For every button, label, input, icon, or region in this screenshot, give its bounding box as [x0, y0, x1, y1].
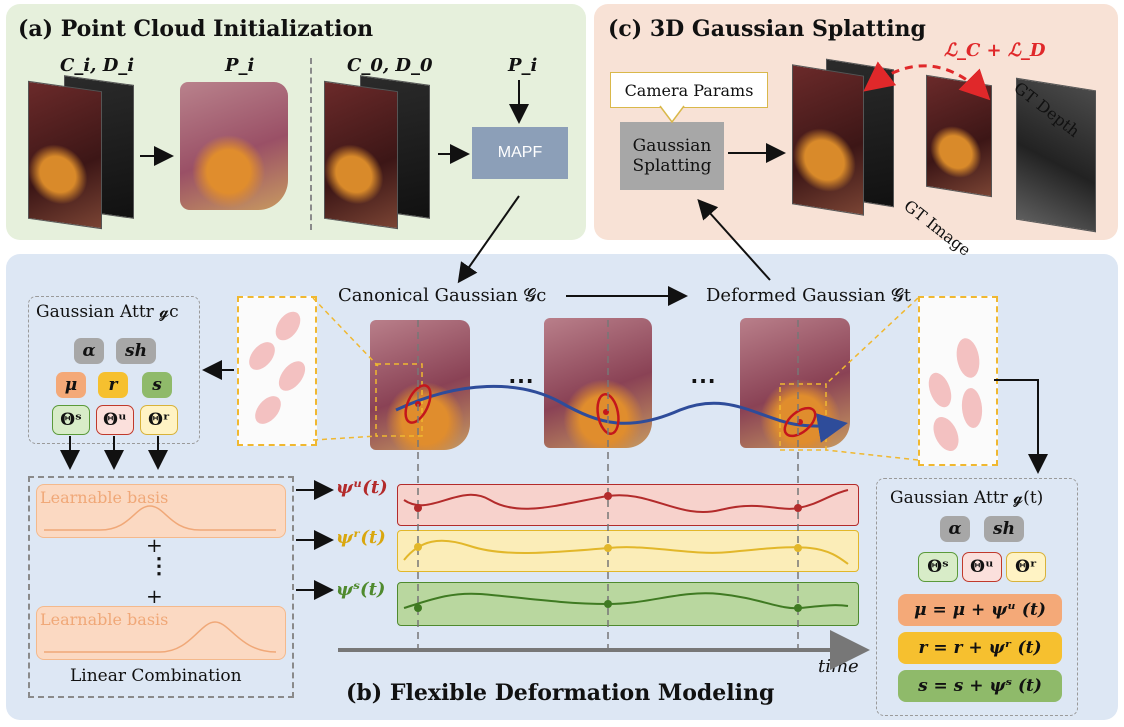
loss-label: ℒ_C + ℒ_D [944, 40, 1046, 61]
zoom-connector-right-bottom [825, 449, 919, 461]
gaussian-blob-l2 [249, 342, 275, 370]
label-c0-d0: C_0, D_0 [347, 55, 433, 76]
psi-s-point-2 [604, 600, 612, 608]
alpha-chip-right: α [940, 516, 970, 542]
gaussian-splatting-box: Gaussian Splatting [620, 122, 724, 190]
point-cloud-image [180, 82, 288, 210]
psi-r-label: ψʳ(t) [336, 527, 386, 548]
theta-r-chip-left: Θʳ [140, 405, 178, 435]
zoom-region-right [779, 383, 827, 451]
sh-chip-left: sh [116, 338, 156, 364]
psi-mu-point-1 [414, 504, 422, 512]
loss-arrow [863, 61, 991, 101]
gaussian-blob-l4 [255, 396, 281, 424]
gaussian-attr-left-title: Gaussian Attr 𝓰c [36, 302, 179, 322]
arrow-zoom-to-attr-right [994, 379, 1048, 474]
s-chip-left: s [142, 372, 172, 398]
plus-1: + [146, 533, 163, 557]
arrow-deformed-to-splatting [697, 199, 771, 281]
mu-chip-left: μ [56, 372, 86, 398]
gaussian-blob-r1 [956, 338, 980, 378]
camera-params-box: Camera Params [610, 72, 768, 108]
theta-s-chip-right: Θˢ [918, 552, 958, 582]
formula-mu: μ = μ + ψᵘ (t) [898, 594, 1062, 626]
tissue-image-canonical [370, 320, 470, 450]
label-pi-right: P_i [508, 55, 538, 76]
psi-r-track [397, 530, 859, 572]
alpha-chip-left: α [74, 338, 104, 364]
psi-r-curve [403, 539, 849, 565]
psi-mu-point-3 [794, 504, 802, 512]
formula-r: r = r + ψʳ (t) [898, 632, 1062, 664]
linear-combination-label: Linear Combination [70, 666, 242, 686]
psi-mu-curve [403, 489, 849, 514]
formula-s: s = s + ψˢ (t) [898, 670, 1062, 702]
psi-s-point-1 [414, 604, 422, 612]
gaussian-blob-r2 [928, 372, 952, 408]
psi-mu-track [397, 484, 859, 526]
zoom-connector-left-top [312, 297, 379, 367]
gaussian-blob-r3 [961, 388, 983, 428]
zoom-connector-right-top [825, 297, 919, 385]
zoom-connector-left-bottom [312, 435, 379, 441]
label-ci-di: C_i, D_i [60, 55, 135, 76]
gaussian-ellipse-1 [404, 384, 432, 424]
psi-r-point-1 [414, 543, 422, 551]
psi-r-point-3 [794, 544, 802, 552]
tissue-image-middle [544, 318, 652, 448]
gaussian-attr-right-title: Gaussian Attr 𝓰(t) [890, 488, 1044, 508]
sh-chip-right: sh [984, 516, 1024, 542]
theta-s-chip-left: Θˢ [52, 405, 90, 435]
ellipsis-2: ⋯ [690, 366, 716, 396]
deformed-gaussian-label: Deformed Gaussian 𝓖t [706, 285, 912, 306]
theta-mu-chip-right: Θᵘ [962, 552, 1002, 582]
gaussian-ellipse-2 [596, 392, 620, 436]
gaussian-blob-r4 [933, 417, 959, 451]
psi-mu-point-2 [604, 492, 612, 500]
basis-box-2 [36, 606, 286, 660]
psi-s-point-3 [794, 604, 802, 612]
label-pi-top: P_i [225, 55, 255, 76]
psi-mu-label: ψᵘ(t) [336, 477, 388, 498]
gaussian-blob-l3 [278, 361, 306, 391]
gaussian-blob-l1 [275, 311, 301, 341]
panel-a-title: (a) Point Cloud Initialization [18, 16, 374, 42]
psi-s-curve [403, 592, 849, 610]
mapf-box: MAPF [472, 127, 568, 179]
dashed-separator [310, 58, 312, 230]
vertical-dots: ⋮ [148, 553, 170, 579]
basis-curve-2 [44, 621, 277, 653]
basis-label-1: Learnable basis [40, 488, 169, 507]
r-chip-left: r [98, 372, 128, 398]
psi-s-label: ψˢ(t) [336, 579, 386, 600]
camera-params-callout [659, 105, 685, 124]
theta-mu-chip-left: Θᵘ [96, 405, 134, 435]
gaussian-attr-right-box [876, 478, 1078, 716]
basis-label-2: Learnable basis [40, 610, 169, 629]
gaussian-ellipse-3 [783, 406, 817, 438]
psi-r-point-2 [604, 544, 612, 552]
panel-c-title: (c) 3D Gaussian Splatting [608, 16, 926, 42]
panel-b-title: (b) Flexible Deformation Modeling [346, 680, 775, 706]
basis-curve-1 [44, 505, 276, 531]
psi-s-track [397, 582, 859, 626]
theta-r-chip-right: Θʳ [1006, 552, 1046, 582]
arrow-mapf-to-canonical [457, 195, 520, 284]
zoom-region-left [375, 363, 423, 437]
basis-dashed-box [28, 476, 294, 698]
canonical-gaussian-label: Canonical Gaussian 𝓖c [338, 285, 547, 306]
plus-2: + [146, 584, 163, 608]
gaussian-trajectory [395, 384, 848, 443]
